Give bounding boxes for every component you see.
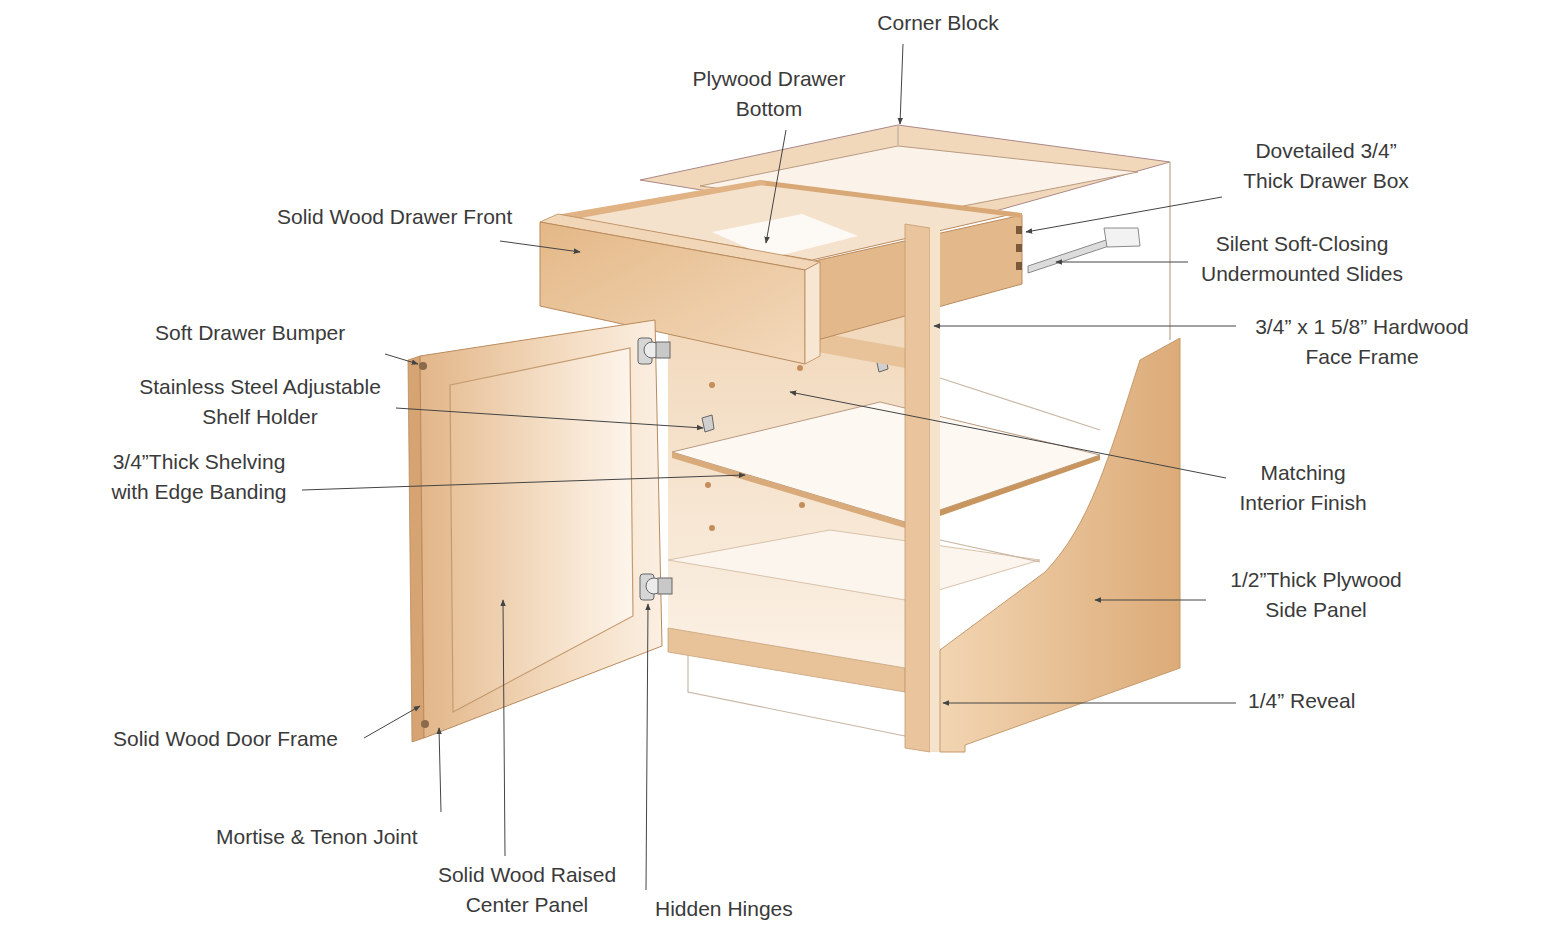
shelf — [672, 402, 1100, 522]
part-label: 3/4” x 1 5/8” Hardwood Face Frame — [1242, 312, 1482, 372]
leader-line — [1095, 600, 1206, 601]
leader-line — [900, 44, 903, 124]
leader-line — [1026, 197, 1222, 232]
part-label: Plywood Drawer Bottom — [674, 64, 864, 124]
face-frame-stile — [930, 226, 940, 752]
shelf-edge — [672, 452, 905, 528]
drawer-bumper — [419, 362, 427, 370]
hinge — [638, 338, 670, 364]
leader-line — [1056, 262, 1188, 263]
leader-line — [790, 392, 1226, 478]
leader-line — [503, 600, 505, 856]
drawer-slide — [1104, 228, 1140, 247]
face-frame-stile — [905, 224, 930, 752]
drawer-box-back — [760, 180, 1022, 218]
carcass-edge — [1169, 162, 1171, 340]
part-label: 1/4” Reveal — [1248, 686, 1408, 716]
leader-line — [500, 241, 580, 252]
leader-line — [302, 475, 745, 490]
part-label: 3/4”Thick Shelving with Edge Banding — [102, 447, 297, 507]
part-label: Mortise & Tenon Joint — [216, 822, 436, 852]
leader-line — [364, 706, 420, 738]
part-label: 1/2”Thick Plywood Side Panel — [1219, 565, 1414, 625]
drawer-front-end — [805, 262, 820, 364]
face-frame-rail — [668, 628, 905, 692]
part-label: Solid Wood Drawer Front — [277, 202, 537, 232]
door-panel — [450, 348, 633, 712]
drawer-box-side — [556, 180, 768, 219]
shelf-edge — [940, 455, 1100, 516]
hinge — [640, 574, 672, 600]
leader-line — [943, 703, 1236, 704]
leader-line — [934, 326, 1236, 327]
part-label: Corner Block — [838, 8, 1038, 38]
part-label: Solid Wood Door Frame — [113, 724, 363, 754]
carcass-edge — [897, 125, 899, 145]
drawer-slide — [1028, 238, 1112, 273]
part-label: Solid Wood Raised Center Panel — [420, 860, 635, 920]
interior-edge — [940, 540, 1040, 562]
leader-line — [396, 408, 703, 428]
shelf-holder — [702, 415, 714, 432]
part-label: Soft Drawer Bumper — [155, 318, 375, 348]
part-label: Hidden Hinges — [655, 894, 855, 924]
part-label: Matching Interior Finish — [1233, 458, 1373, 518]
leader-line — [385, 354, 418, 364]
pin-holes — [705, 365, 805, 531]
part-label: Silent Soft-Closing Undermounted Slides — [1182, 229, 1422, 289]
part-label: Stainless Steel Adjustable Shelf Holder — [125, 372, 395, 432]
leader-line — [646, 604, 648, 890]
door-frame — [420, 320, 662, 738]
interior-floor — [668, 530, 1040, 600]
part-label: Dovetailed 3/4” Thick Drawer Box — [1240, 136, 1412, 196]
dovetails — [1016, 226, 1022, 270]
drawer-bumper — [421, 720, 429, 728]
leader-line — [439, 728, 441, 812]
side-panel — [940, 338, 1180, 752]
leader-lines — [302, 44, 1236, 890]
leader-line — [766, 130, 786, 243]
toe-kick — [688, 655, 905, 736]
